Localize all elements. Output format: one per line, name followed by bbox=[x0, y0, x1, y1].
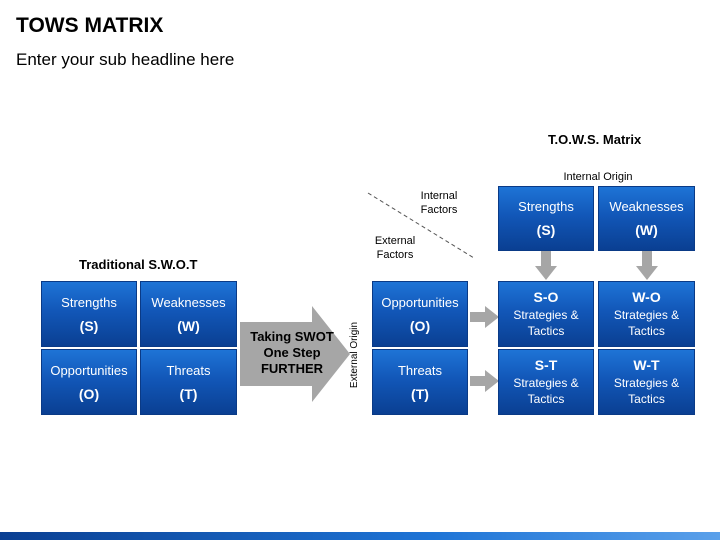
swot-threats-label: Threats bbox=[166, 362, 211, 378]
page-subtitle: Enter your sub headline here bbox=[16, 50, 235, 69]
swot-strengths-code: (S) bbox=[79, 317, 99, 334]
strengths-down-arrow bbox=[535, 251, 557, 280]
so-strategy-line1: Strategies & bbox=[513, 308, 579, 322]
wo-strategy-code: W-O bbox=[632, 289, 661, 305]
tows-threats-code: (T) bbox=[411, 385, 429, 402]
wt-strategy-line1: Strategies & bbox=[613, 376, 680, 390]
swot-strengths-box: Strengths (S) bbox=[41, 281, 137, 347]
wt-strategy-box: W-T Strategies & Tactics bbox=[598, 349, 695, 415]
wo-strategy-line1: Strategies & bbox=[613, 308, 680, 322]
swot-weaknesses-code: (W) bbox=[177, 317, 200, 334]
external-origin-label: External Origin bbox=[349, 321, 360, 389]
st-strategy-line2: Tactics bbox=[527, 392, 565, 406]
swot-strengths-label: Strengths bbox=[61, 294, 117, 310]
tows-strengths-box: Strengths (S) bbox=[498, 186, 594, 251]
swot-opportunities-label: Opportunities bbox=[50, 362, 128, 378]
internal-factors-label: Internal Factors bbox=[404, 189, 474, 217]
factors-divider-line bbox=[367, 192, 475, 259]
tows-weaknesses-box: Weaknesses (W) bbox=[598, 186, 695, 251]
swot-opportunities-code: (O) bbox=[78, 385, 100, 402]
tows-opportunities-code: (O) bbox=[409, 317, 431, 334]
internal-factors-line2: Factors bbox=[420, 204, 458, 216]
footer-bar bbox=[0, 532, 720, 540]
arrow-text-line3: FURTHER bbox=[260, 361, 324, 376]
st-strategy-box: S-T Strategies & Tactics bbox=[498, 349, 594, 415]
st-strategy-code: S-T bbox=[534, 357, 558, 373]
taking-swot-further-arrow bbox=[240, 306, 350, 402]
tows-opportunities-box: Opportunities (O) bbox=[372, 281, 468, 347]
swot-threats-box: Threats (T) bbox=[140, 349, 237, 415]
internal-factors-line1: Internal bbox=[420, 190, 458, 202]
tows-weaknesses-code: (W) bbox=[635, 222, 658, 238]
swot-heading: Traditional S.W.O.T bbox=[79, 257, 198, 272]
wt-strategy-code: W-T bbox=[633, 357, 660, 373]
tows-threats-box: Threats (T) bbox=[372, 349, 468, 415]
wo-strategy-box: W-O Strategies & Tactics bbox=[598, 281, 695, 347]
swot-weaknesses-label: Weaknesses bbox=[151, 294, 226, 310]
so-strategy-box: S-O Strategies & Tactics bbox=[498, 281, 594, 347]
tows-heading: T.O.W.S. Matrix bbox=[548, 132, 642, 147]
st-strategy-line1: Strategies & bbox=[513, 376, 579, 390]
weaknesses-down-arrow bbox=[636, 251, 658, 280]
wo-strategy-line2: Tactics bbox=[628, 324, 665, 338]
swot-threats-code: (T) bbox=[179, 385, 198, 402]
tows-opportunities-label: Opportunities bbox=[381, 294, 459, 310]
tows-strengths-label: Strengths bbox=[518, 199, 574, 214]
tows-threats-label: Threats bbox=[397, 362, 443, 378]
wt-strategy-line2: Tactics bbox=[628, 392, 665, 406]
internal-origin-label: Internal Origin bbox=[563, 171, 633, 183]
external-factors-line2: Factors bbox=[376, 249, 414, 261]
so-strategy-line2: Tactics bbox=[527, 324, 565, 338]
tows-strengths-code: (S) bbox=[536, 222, 556, 238]
opportunities-right-arrow bbox=[470, 306, 499, 328]
external-factors-label: External Factors bbox=[360, 234, 430, 262]
taking-swot-further-text: Taking SWOT One Step FURTHER bbox=[244, 329, 340, 377]
external-factors-line1: External bbox=[374, 235, 416, 247]
so-strategy-code: S-O bbox=[533, 289, 559, 305]
swot-opportunities-box: Opportunities (O) bbox=[41, 349, 137, 415]
tows-weaknesses-label: Weaknesses bbox=[609, 199, 684, 214]
threats-right-arrow bbox=[470, 370, 499, 392]
page-title: TOWS MATRIX bbox=[16, 14, 164, 37]
swot-weaknesses-box: Weaknesses (W) bbox=[140, 281, 237, 347]
arrow-text-line1: Taking SWOT bbox=[250, 329, 334, 344]
arrow-text-line2: One Step bbox=[263, 345, 321, 360]
